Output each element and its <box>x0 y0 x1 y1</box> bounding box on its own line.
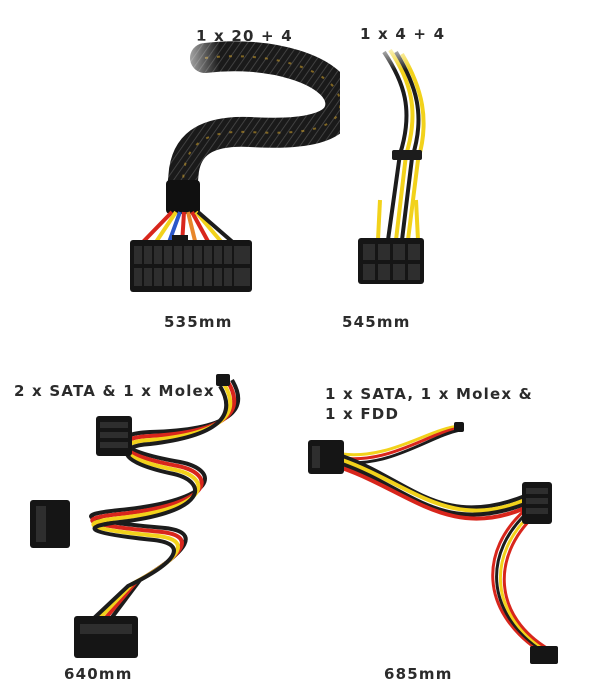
eps-8pin-cable-photo <box>340 40 450 300</box>
atx-24pin-sleeved-cable-photo <box>110 40 340 300</box>
sata-molex-connector-label: 2 x SATA & 1 x Molex <box>14 382 215 400</box>
sata-molex-length-label: 640mm <box>64 665 133 683</box>
sata-molex-fdd-length-label: 685mm <box>384 665 453 683</box>
atx-length-label: 535mm <box>164 313 233 331</box>
sata-molex-fdd-connector-label-line1: 1 x SATA, 1 x Molex & <box>325 385 533 403</box>
sata-molex-cable-photo <box>0 370 260 665</box>
sata-molex-fdd-cable-photo <box>300 420 570 665</box>
eps-connector-label: 1 x 4 + 4 <box>360 25 446 43</box>
sata-molex-fdd-connector-label-line2: 1 x FDD <box>325 405 400 423</box>
eps-length-label: 545mm <box>342 313 411 331</box>
